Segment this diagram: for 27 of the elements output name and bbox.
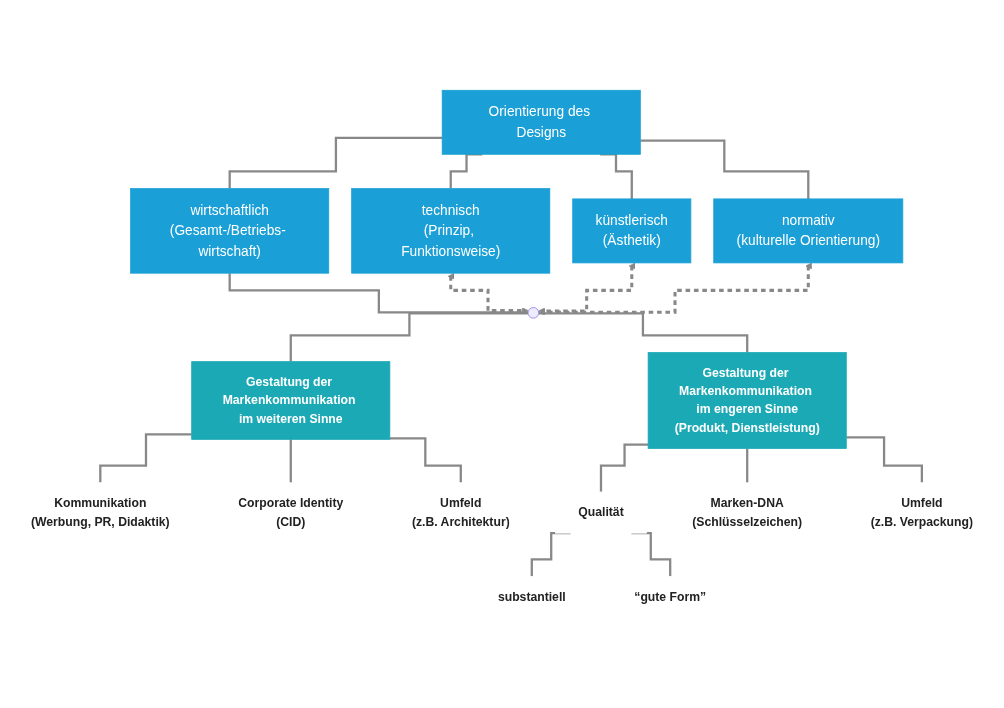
node-point [527, 307, 540, 319]
connector [289, 438, 292, 484]
connector [538, 312, 749, 354]
connector [846, 436, 923, 484]
node-box: Gestaltung der Markenkommunikation im engeren Sinne (Produkt, Dienstleistung) [647, 352, 847, 449]
arrow [538, 262, 812, 316]
node-text: substantiell [497, 590, 566, 604]
connector [289, 312, 529, 363]
connector [746, 447, 749, 484]
connector [389, 437, 462, 484]
node-box: künstlerisch (Ästhetik) [572, 198, 692, 264]
node-text: Marken-DNA (Schlüsselzeichen) [692, 496, 803, 528]
arrow [538, 262, 636, 315]
node-text: Corporate Identity (CID) [238, 496, 344, 528]
node-text: Umfeld (z.B. Verpackung) [870, 496, 974, 528]
node-box: normativ (kulturelle Orientierung) [713, 198, 904, 264]
node-box: technisch (Prinzip, Funktionsweise) [351, 188, 551, 274]
connector [228, 272, 529, 314]
connector [99, 433, 192, 484]
node-text: Kommunikation (Werbung, PR, Didaktik) [30, 496, 170, 528]
node-box: Orientierung des Designs [441, 89, 641, 155]
connector [228, 136, 443, 190]
arrow [447, 273, 529, 314]
node-text: “gute Form” [634, 590, 707, 604]
node-box: Gestaltung der Markenkommunikation im weiteren Sinne [191, 361, 391, 440]
node-text: Umfeld (z.B. Architektur) [411, 496, 510, 528]
node-box: wirtschaftlich (Gesamt-/Betriebs- wirtschaft) [130, 188, 330, 274]
